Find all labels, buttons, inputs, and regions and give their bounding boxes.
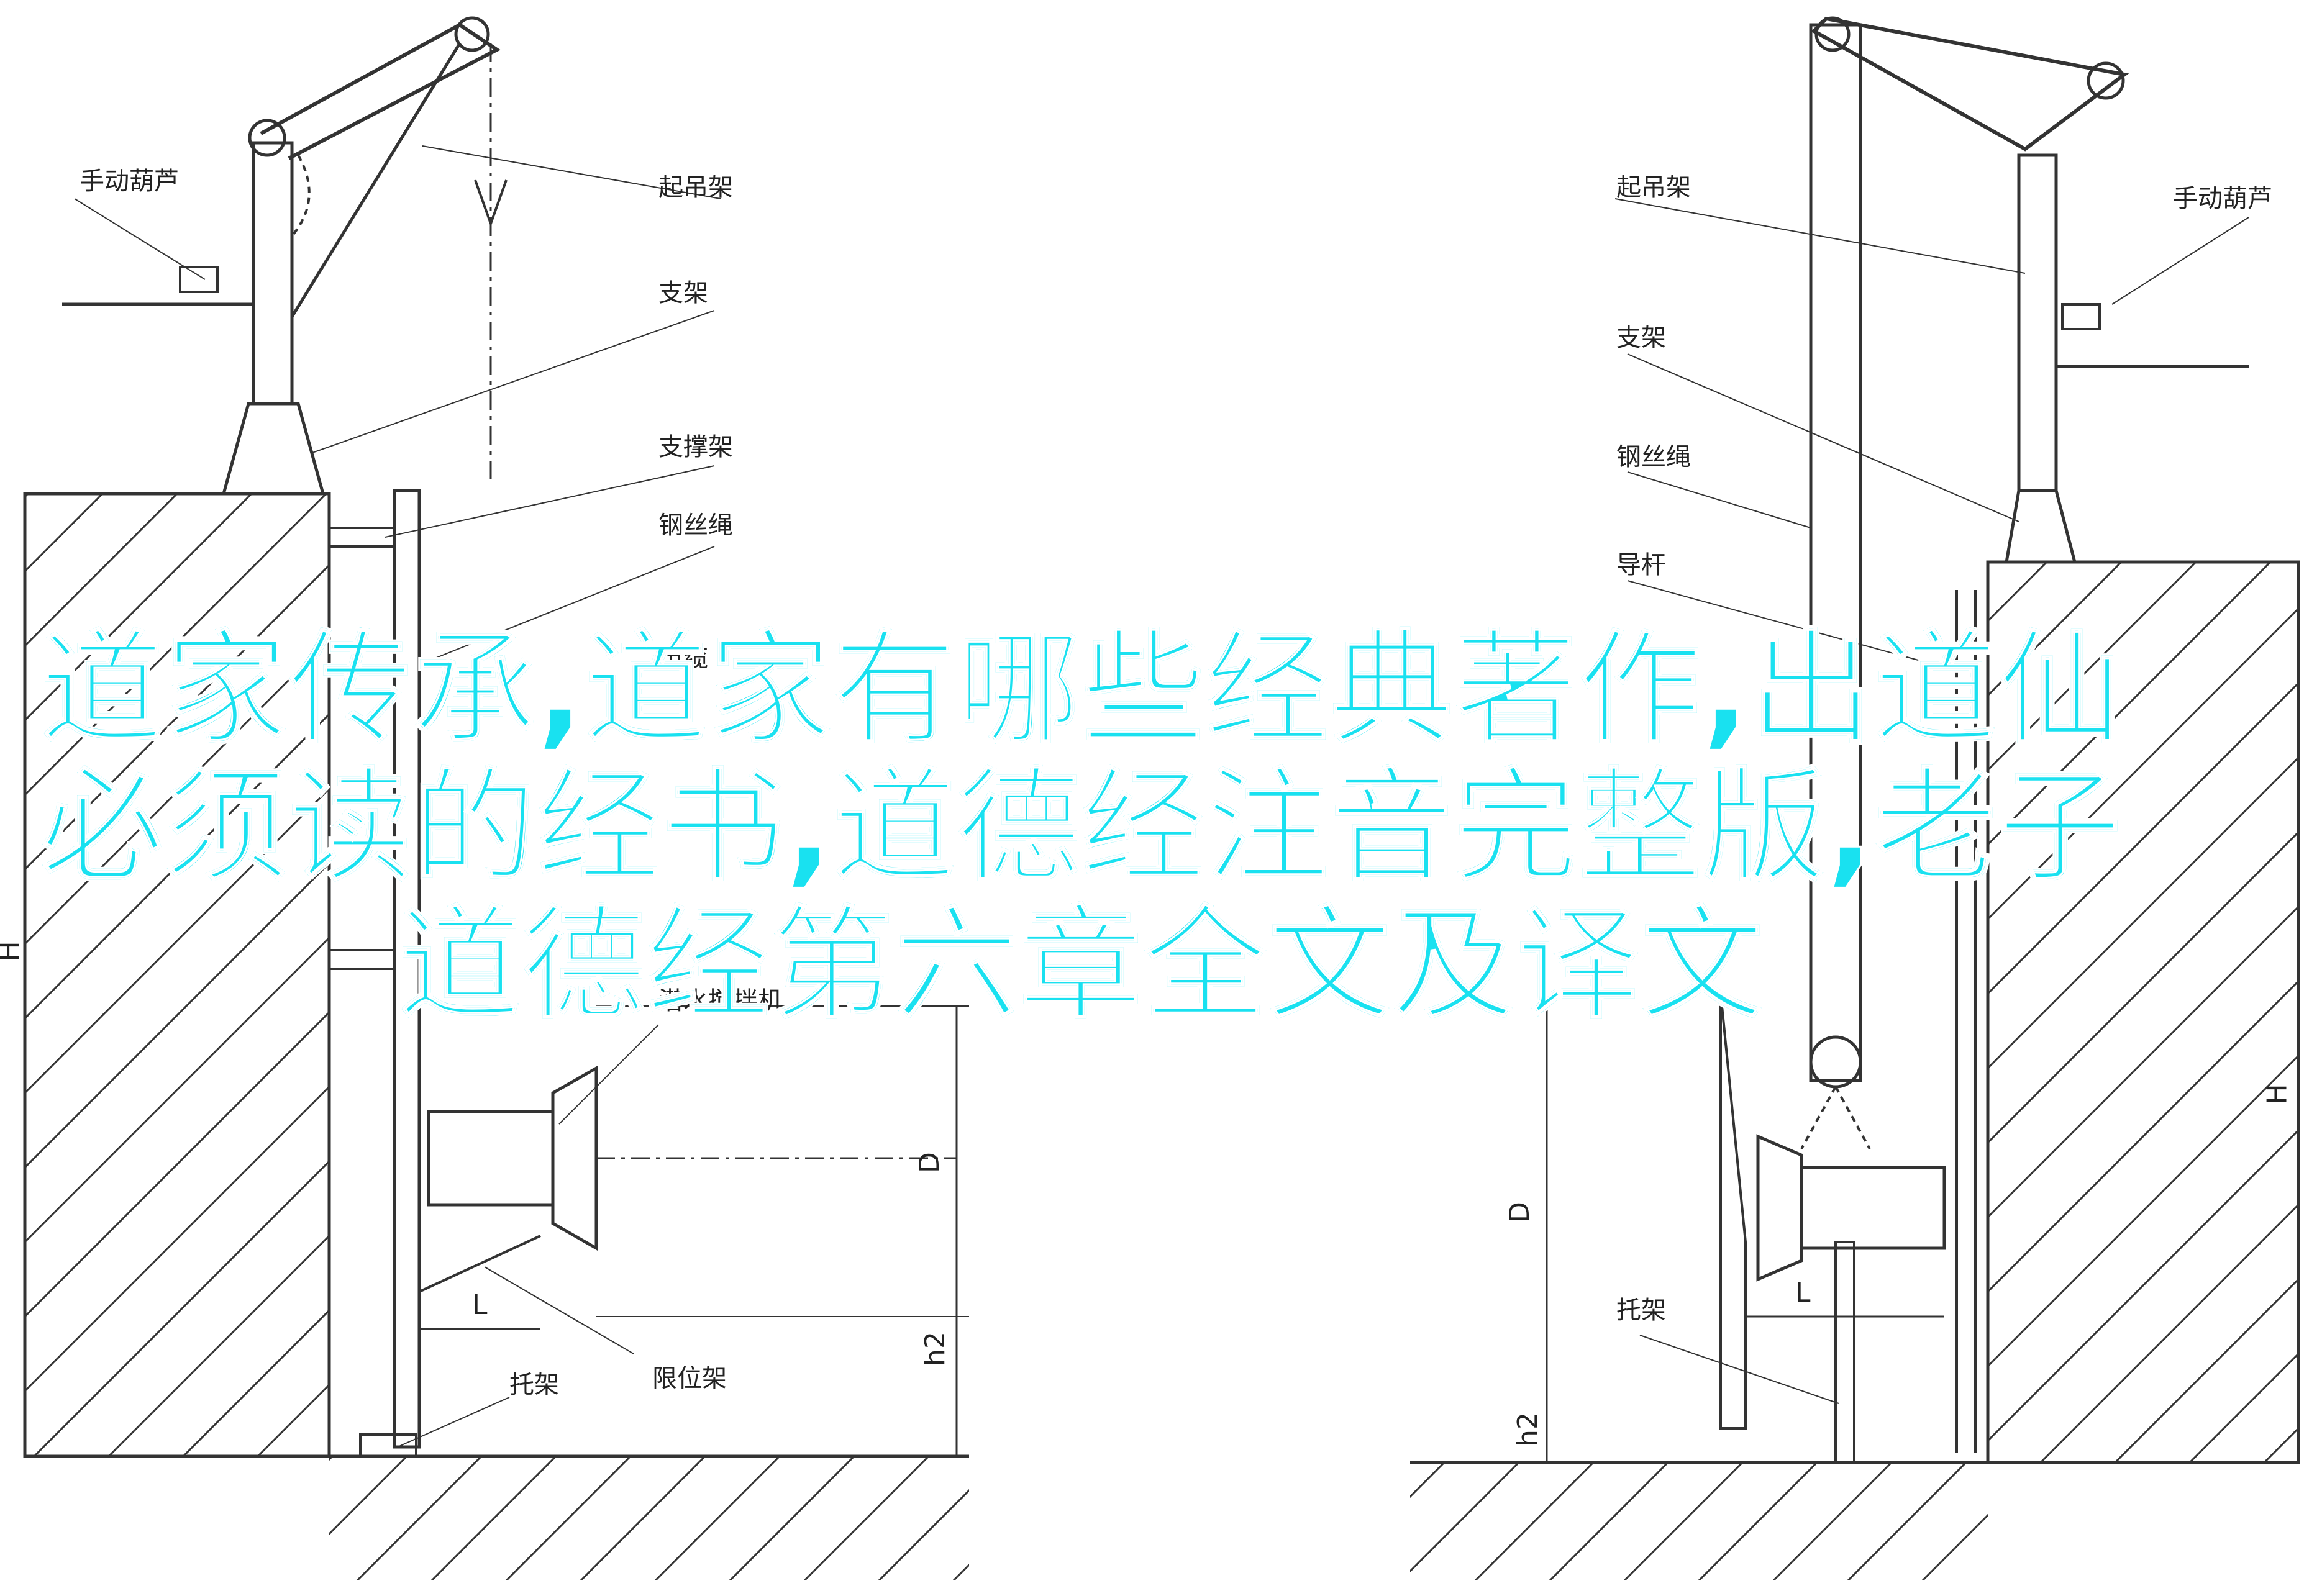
right-label-lifting-frame: 起吊架 <box>1616 173 1691 202</box>
left-chain <box>292 155 309 236</box>
right-chain <box>1801 1087 1870 1149</box>
left-label-lifting-frame: 起吊架 <box>658 173 733 202</box>
left-label-holder: 托架 <box>509 1371 559 1399</box>
right-leader-guide <box>1628 581 1957 671</box>
left-leader-bracket <box>311 311 714 453</box>
left-floor <box>329 1456 969 1580</box>
right-mast <box>2019 155 2056 491</box>
left-mixer-body <box>429 1112 553 1205</box>
right-wall <box>1988 562 2298 1462</box>
left-guide-rod <box>394 491 419 1447</box>
left-limit-arm <box>419 1236 540 1292</box>
right-label-hand-hoist: 手动葫芦 <box>2173 184 2272 213</box>
left-hook <box>475 180 506 224</box>
left-leader-hand-hoist <box>75 199 205 279</box>
left-leader-lifting-frame <box>422 146 721 199</box>
left-leader-holder <box>398 1397 509 1447</box>
left-mixer-propeller <box>553 1068 596 1248</box>
left-wall <box>25 494 329 1456</box>
left-leader-mixer <box>559 1025 658 1124</box>
left-pulley-top <box>250 120 285 155</box>
right-leader-lifting-frame <box>1615 199 2025 273</box>
left-label-bracket: 支架 <box>658 279 708 307</box>
right-pedestal <box>2006 491 2075 562</box>
left-pulley-end <box>456 18 488 50</box>
right-pulley-mast <box>2088 63 2123 98</box>
left-label-hand-hoist: 手动葫芦 <box>80 167 179 196</box>
left-wall-bracket-2 <box>329 950 394 969</box>
right-rail <box>1811 25 1860 1081</box>
right-mixer-propeller <box>1758 1136 1801 1279</box>
left-wall-bracket-1 <box>329 528 394 546</box>
left-label-cable: 电缆 <box>658 644 708 673</box>
left-holder-base <box>360 1435 416 1456</box>
right-label-holder: 托架 <box>1616 1296 1666 1325</box>
left-leader-wire <box>435 546 714 658</box>
right-baffle <box>1721 994 1746 1428</box>
right-leader-bracket <box>1628 354 2019 522</box>
left-leader-limit <box>485 1267 634 1354</box>
left-assembly <box>25 18 969 1580</box>
left-label-wire-rope: 钢丝绳 <box>658 511 733 540</box>
right-mixer-body <box>1801 1168 1944 1248</box>
right-dim-L: L <box>1795 1277 1811 1308</box>
left-hoist-box <box>180 267 217 292</box>
right-label-guide-rod: 导杆 <box>1616 551 1666 579</box>
right-assembly <box>1410 18 2298 1580</box>
left-label-limit-frame: 限位架 <box>652 1364 727 1393</box>
right-hoist-box <box>2062 304 2100 329</box>
left-mast <box>253 143 292 404</box>
left-pedestal <box>224 404 323 494</box>
left-dim-L: L <box>472 1289 488 1321</box>
right-leader-holder <box>1640 1335 1839 1403</box>
left-dim-h2: h2 <box>919 1331 951 1366</box>
right-label-bracket: 支架 <box>1616 324 1666 352</box>
left-jib-strut <box>292 43 460 317</box>
right-leader-wire <box>1628 472 1811 528</box>
left-label-support-frame: 支撑架 <box>658 433 733 461</box>
right-dim-h2: h2 <box>1511 1412 1544 1447</box>
right-pulley-end <box>1816 18 1849 50</box>
left-dim-D: D <box>913 1152 945 1173</box>
left-label-mixer: 潜水搅拌机 <box>658 987 783 1015</box>
right-floor <box>1410 1462 1988 1580</box>
left-dim-H: H <box>0 941 26 961</box>
right-label-wire-rope: 钢丝绳 <box>1616 443 1691 471</box>
left-jib <box>261 25 497 158</box>
right-dim-H: H <box>2261 1084 2293 1105</box>
right-dim-D: D <box>1503 1202 1536 1223</box>
left-leader-support <box>385 466 714 537</box>
right-leader-hand-hoist <box>2112 217 2249 304</box>
right-holder-post <box>1836 1242 1854 1462</box>
